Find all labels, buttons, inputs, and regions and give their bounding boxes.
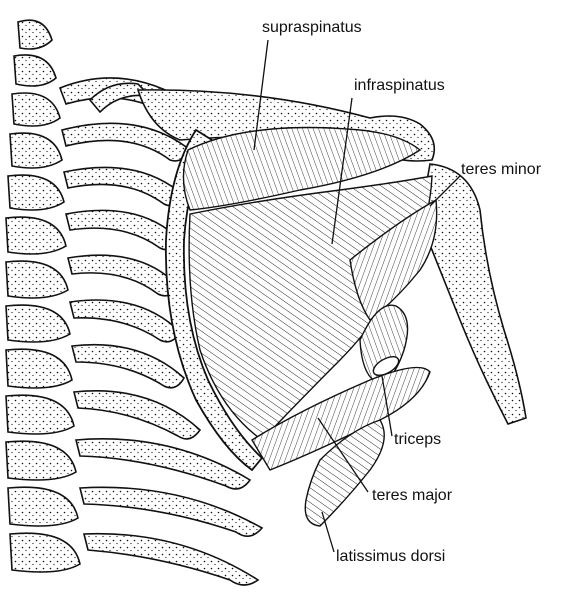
label-infraspinatus: infraspinatus [354, 78, 445, 94]
label-teres-major: teres major [372, 488, 452, 504]
label-latissimus-dorsi: latissimus dorsi [336, 549, 445, 565]
label-triceps: triceps [394, 432, 441, 448]
label-supraspinatus: supraspinatus [262, 20, 362, 36]
label-teres-minor: teres minor [461, 162, 541, 178]
